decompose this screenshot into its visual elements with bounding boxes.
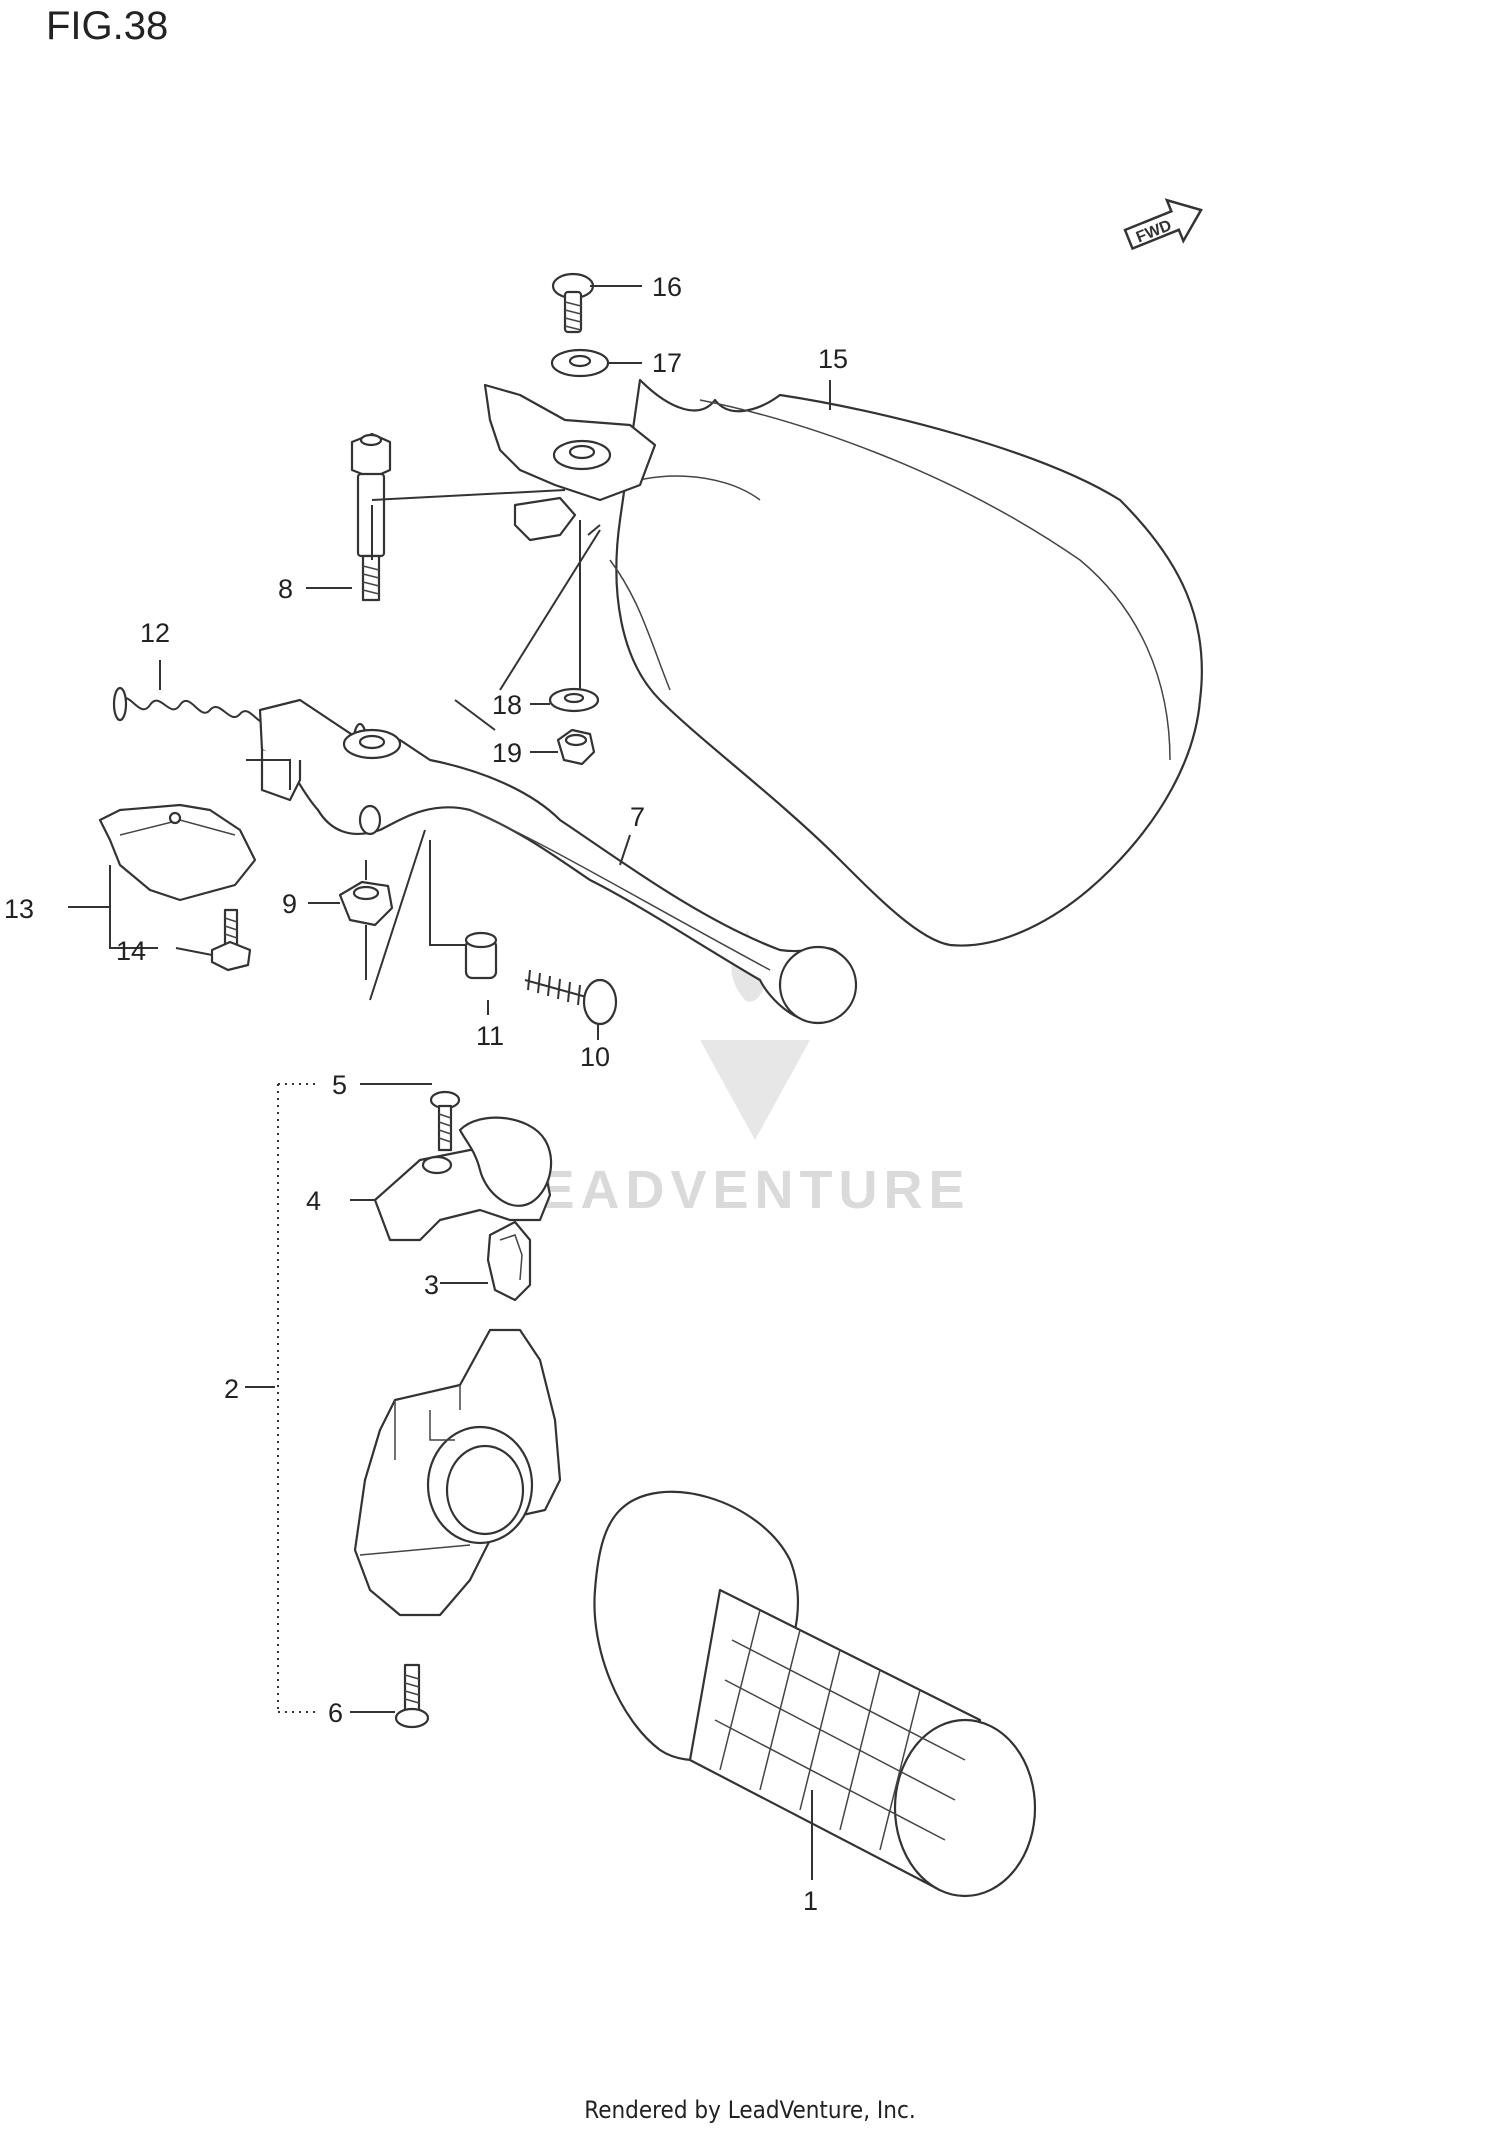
part-washer-18 <box>548 687 600 713</box>
part-screw-5 <box>429 1090 461 1152</box>
callout-19: 19 <box>492 738 522 768</box>
watermark: LEADVENTURE <box>499 930 970 1220</box>
part-perch-2 <box>353 1328 562 1617</box>
callout-3: 3 <box>424 1270 439 1300</box>
callout-17: 17 <box>652 348 682 378</box>
callouts: 16 17 15 8 12 18 19 7 9 13 14 11 10 5 4 … <box>4 272 848 1916</box>
part-hand-guard <box>609 378 1203 947</box>
watermark-v-icon <box>700 1040 810 1140</box>
callout-10: 10 <box>580 1042 610 1072</box>
part-bushing-11 <box>464 931 498 980</box>
callout-5: 5 <box>332 1070 347 1100</box>
callout-16: 16 <box>652 272 682 302</box>
watermark-text: LEADVENTURE <box>499 1160 970 1220</box>
callout-13: 13 <box>4 894 34 924</box>
figure-title: FIG.38 <box>46 4 169 48</box>
part-guard-bracket <box>483 383 657 542</box>
part-nut-19 <box>556 728 596 766</box>
part-screw-14 <box>210 908 252 972</box>
render-credit: Rendered by LeadVenture, Inc. <box>584 2096 916 2124</box>
part-adjuster-bolt-10 <box>524 969 618 1026</box>
callout-7: 7 <box>630 802 645 832</box>
part-bolt-16 <box>551 272 595 334</box>
fwd-arrow-icon: FWD <box>1123 198 1203 251</box>
callout-6: 6 <box>328 1698 343 1728</box>
callout-1: 1 <box>803 1886 818 1916</box>
dashed-alignment-lines <box>246 489 601 1001</box>
callout-2: 2 <box>224 1374 239 1404</box>
callout-18: 18 <box>492 690 522 720</box>
part-grip-1 <box>593 1490 1037 1898</box>
part-switch-13 <box>98 803 257 902</box>
callout-9: 9 <box>282 889 297 919</box>
part-washer-17 <box>550 348 610 378</box>
callout-15: 15 <box>818 344 848 374</box>
part-lever-7 <box>258 698 858 1025</box>
callout-4: 4 <box>306 1186 321 1216</box>
part-screw-6 <box>394 1663 430 1729</box>
part-clamp-4 <box>373 1116 553 1242</box>
part-clip-3 <box>486 1220 532 1302</box>
callout-12: 12 <box>140 618 170 648</box>
callout-14: 14 <box>116 936 146 966</box>
callout-11: 11 <box>476 1021 504 1051</box>
callout-8: 8 <box>278 574 293 604</box>
leader-lines <box>68 285 831 1880</box>
part-nut-9 <box>338 880 394 927</box>
